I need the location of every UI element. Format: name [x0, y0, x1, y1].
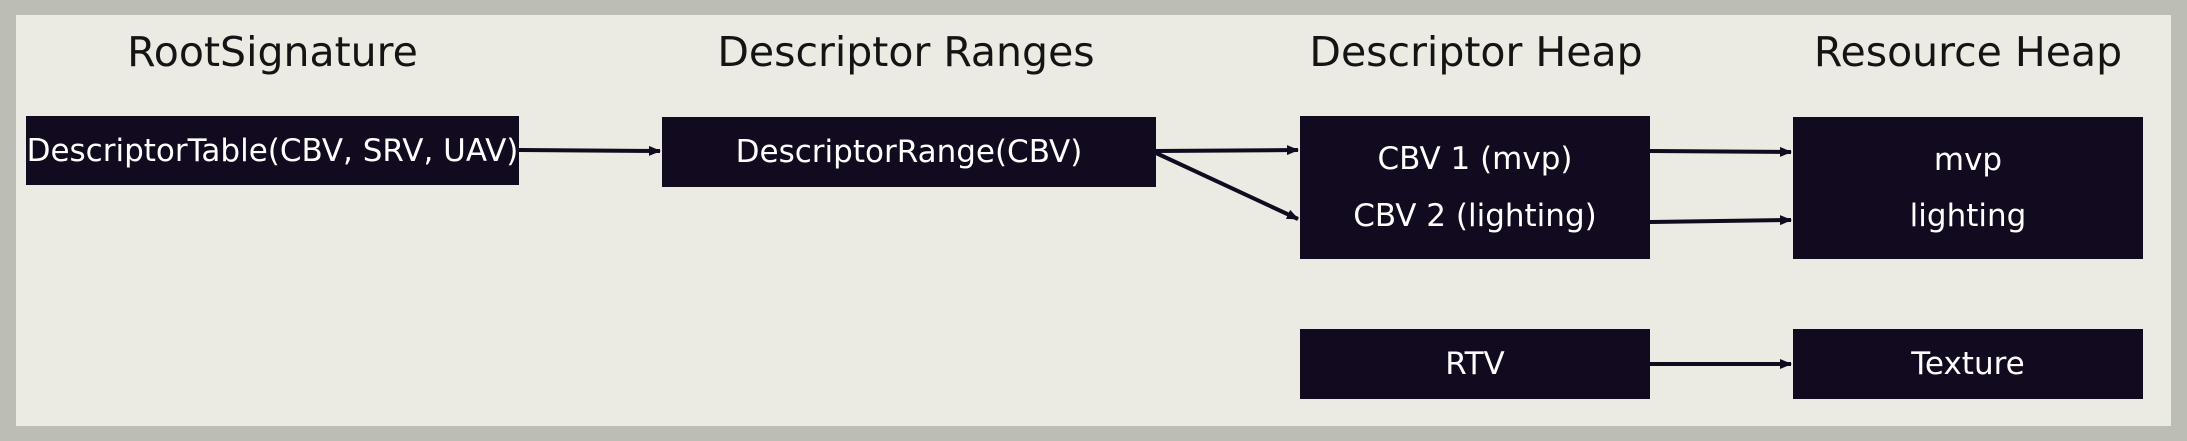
rtv-box: RTV: [1300, 329, 1650, 399]
descriptor-table-box: DescriptorTable(CBV, SRV, UAV): [26, 116, 519, 185]
cbv2-label: CBV 2 (lighting): [1353, 198, 1597, 234]
arrow-cbv2-to-lighting: [1649, 215, 1792, 226]
heading-root-signature: RootSignature: [127, 28, 418, 76]
texture-box: Texture: [1793, 329, 2143, 399]
descriptor-range-label: DescriptorRange(CBV): [735, 134, 1083, 170]
lighting-resource-label: lighting: [1909, 198, 2027, 235]
arrow-cbv1-to-mvp: [1649, 146, 1792, 157]
rtv-label: RTV: [1445, 346, 1505, 382]
heading-resource-heap: Resource Heap: [1813, 28, 2123, 76]
arrow-table-to-range: [518, 145, 661, 156]
texture-label: Texture: [1911, 346, 2025, 382]
resource-heap-box: mvp lighting: [1793, 117, 2143, 259]
heading-descriptor-heap: Descriptor Heap: [1309, 28, 1643, 76]
mvp-resource-label: mvp: [1933, 141, 2003, 178]
arrow-range-to-cbv1: [1155, 145, 1299, 156]
heading-descriptor-ranges: Descriptor Ranges: [717, 28, 1095, 76]
descriptor-table-label: DescriptorTable(CBV, SRV, UAV): [26, 132, 519, 169]
arrow-range-to-cbv2: [1155, 151, 1299, 221]
descriptor-heap-cbv-box: CBV 1 (mvp) CBV 2 (lighting): [1300, 116, 1650, 259]
cbv1-label: CBV 1 (mvp): [1377, 141, 1573, 177]
descriptor-range-box: DescriptorRange(CBV): [662, 117, 1156, 187]
